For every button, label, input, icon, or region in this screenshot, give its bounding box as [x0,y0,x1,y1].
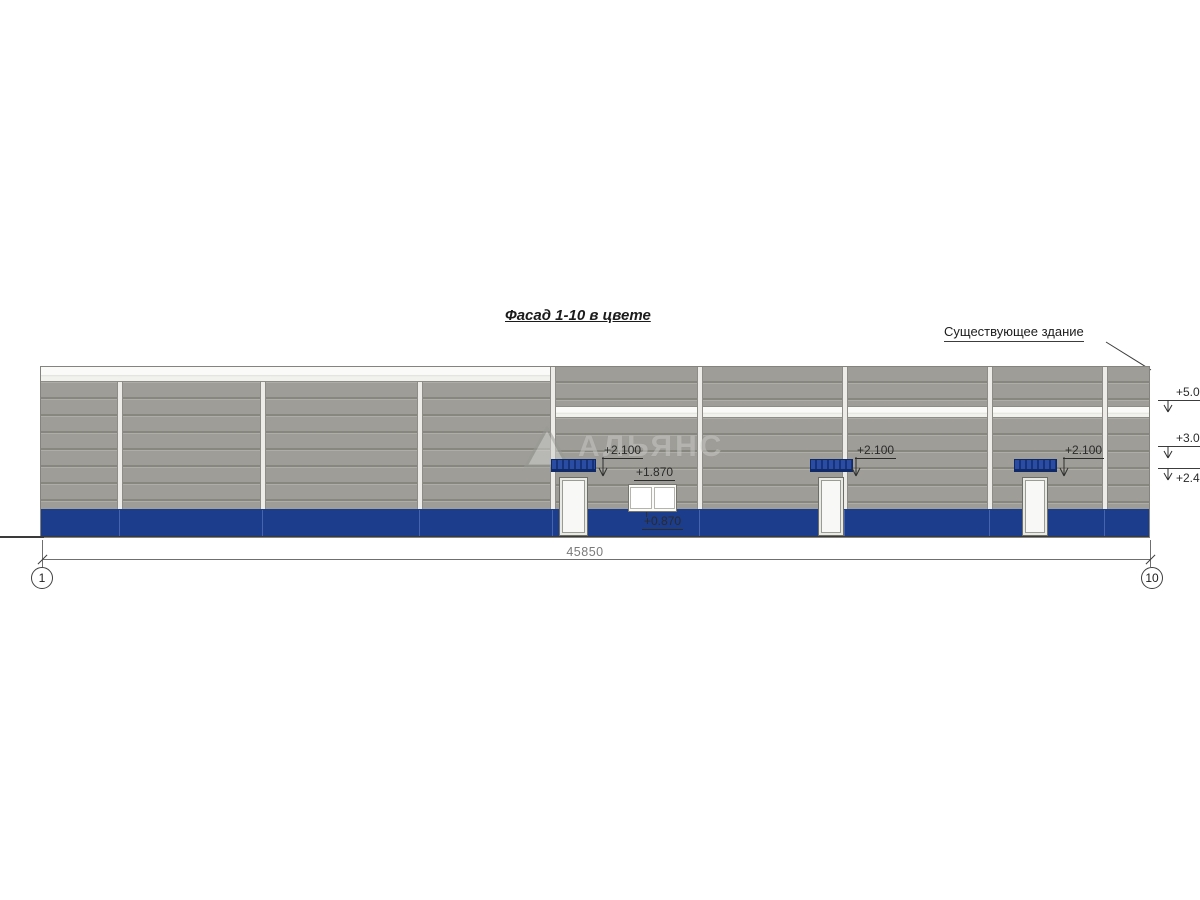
level-line [1158,446,1200,447]
down-arrow-icon [851,457,861,477]
wall-panels-right-upper [555,366,1150,406]
plinth-joint [262,510,263,536]
extension-line-left [42,540,43,567]
plinth-joint [1104,510,1105,536]
mullion [417,382,423,509]
down-arrow-icon [598,457,608,477]
down-arrow-icon [1059,457,1069,477]
down-arrow-icon [1163,468,1173,481]
trim-band-right [555,406,1150,418]
entrance-door [818,477,844,536]
level-mark-roof: +5.0 [1176,385,1200,399]
entrance-door [1022,477,1048,536]
sign-panel [630,487,652,509]
extension-line-right [1150,540,1151,567]
sign-panel [653,487,675,509]
leader-line-icon [1105,341,1152,371]
mullion [117,382,123,509]
mullion [697,366,703,509]
sign-board [628,484,677,512]
plinth-joint [419,510,420,536]
plinth-joint [699,510,700,536]
door-leaf [821,480,841,533]
mullion [842,366,848,509]
dimension-text: 45850 [566,545,604,559]
door-leaf [562,480,585,533]
level-mark-sign-top: +1.870 [634,465,676,481]
dimension-line [42,559,1150,560]
axis-bubble-10: 10 [1141,567,1163,589]
plinth-joint [119,510,120,536]
level-mark-door-top: +2.4 [1176,471,1200,485]
level-mark-canopy-3: +2.100 [1063,443,1105,459]
level-line [1158,468,1200,469]
level-mark-canopy-2: +2.100 [855,443,897,459]
parapet-band-left [40,366,555,382]
door-canopy [551,459,596,472]
door-canopy [1014,459,1057,472]
level-line [1158,400,1200,401]
mullion [987,366,993,509]
drawing-title: Фасад 1-10 в цвете [505,307,651,324]
entrance-door [559,477,588,536]
plinth-joint [989,510,990,536]
mullion [550,366,556,509]
plinth-joint [844,510,845,536]
level-mark-sign-bottom: +0.870 [642,514,684,530]
mullion [1102,366,1108,509]
plinth-strip [40,509,1150,538]
level-mark-canopy-1: +2.100 [602,443,644,459]
plinth-joint [552,510,553,536]
axis-bubble-1: 1 [31,567,53,589]
ground-line [0,536,44,538]
sign-mark-tick [646,512,647,517]
door-leaf [1025,480,1045,533]
down-arrow-icon [1163,446,1173,459]
wall-panels-left [40,382,555,509]
level-mark-band: +3.0 [1176,431,1200,445]
door-canopy [810,459,853,472]
down-arrow-icon [1163,400,1173,413]
mullion [260,382,266,509]
existing-building-label: Существующее здание [944,324,1084,342]
